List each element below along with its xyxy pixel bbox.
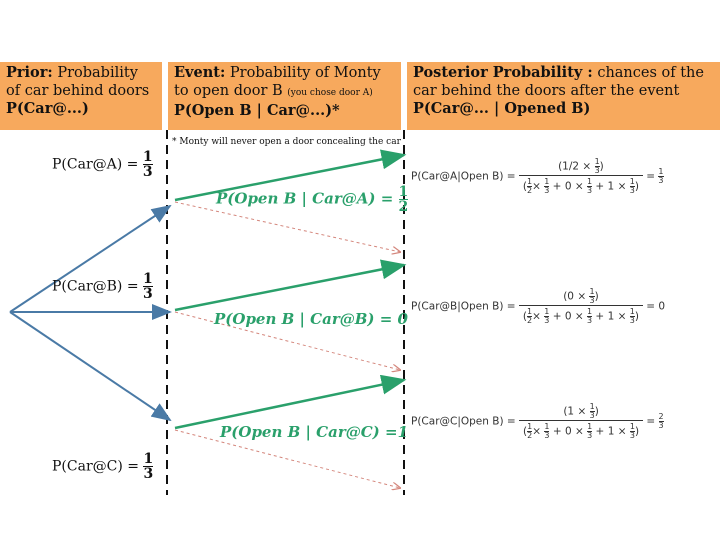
- prior-formula: P(Car@...): [6, 100, 89, 117]
- prior-title: Prior:: [6, 64, 53, 81]
- arrow-to-C: [9, 311, 172, 422]
- header-prior: Prior: Probability of car behind doors P…: [0, 62, 162, 130]
- likelihood-C: P(Open B | Car@C) =1: [220, 423, 409, 441]
- monty-note: * Monty will never open a door concealin…: [172, 137, 401, 147]
- prior-desc: Probability of car behind doors: [6, 65, 150, 99]
- posterior-formula: P(Car@... | Opened B): [413, 100, 591, 117]
- posterior-desc: chances of the car behind the doors afte…: [413, 65, 704, 99]
- event-desc: Probability of Monty to open door B: [174, 65, 381, 99]
- event-formula: P(Open B | Car@...)*: [174, 102, 340, 119]
- posterior-title: Posterior Probability :: [413, 64, 593, 81]
- other-arrow-A: [174, 201, 400, 252]
- likelihood-B: P(Open B | Car@B) = 0: [214, 310, 408, 328]
- open-B-arrow-B: [174, 259, 407, 312]
- other-arrow-C: [174, 429, 400, 488]
- header-posterior: Posterior Probability : chances of the c…: [407, 62, 720, 130]
- other-arrow-B: [174, 311, 400, 370]
- arrow-to-A: [9, 204, 172, 313]
- header-event: Event: Probability of Monty to open door…: [168, 62, 401, 130]
- event-door-note: (you chose door A): [287, 88, 373, 98]
- event-title: Event:: [174, 64, 226, 81]
- open-B-arrow-A: [174, 149, 407, 202]
- open-B-arrow-C: [174, 374, 407, 430]
